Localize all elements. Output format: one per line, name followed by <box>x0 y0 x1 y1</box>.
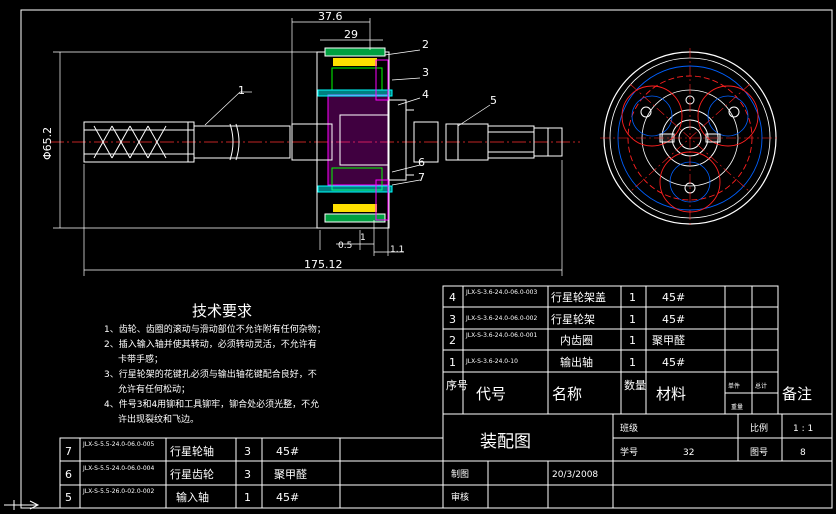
dimension-lines <box>53 18 563 276</box>
class-label: 班级 <box>620 422 638 434</box>
balloon-3: 3 <box>422 66 429 79</box>
balloon-4: 4 <box>422 88 429 101</box>
end-view <box>600 48 780 228</box>
balloon-2: 2 <box>422 38 429 51</box>
bom-l-name: 行星齿轮 <box>170 467 214 481</box>
bom-l-no: 5 <box>65 491 72 504</box>
bom-r-code: JLX-S-3.6-24.0-10 <box>465 358 518 365</box>
dim-1: 1 <box>360 233 366 243</box>
bom-r-qty: 1 <box>629 313 636 326</box>
bom-l-no: 6 <box>65 468 72 481</box>
tech-line-6: 4、件号3和4用铆和工具铆牢，铆合处必须光整，不允 <box>104 398 319 410</box>
bom-r-name: 内齿圈 <box>560 333 593 347</box>
bom-r-qty: 1 <box>629 291 636 304</box>
title-block-text: 装配图 班级 学号 32 比例 1 : 1 图号 8 制图 20/3/2008 … <box>451 422 813 503</box>
bom-r-qty: 1 <box>629 356 636 369</box>
hdr-mat: 材料 <box>656 385 686 403</box>
ucs-axis-icon <box>4 500 40 510</box>
bom-l-no: 7 <box>65 445 72 458</box>
bom-l-code: JLX-S-5.5-24.0-06.0-004 <box>82 465 154 472</box>
bom-r-name: 输出轴 <box>560 355 593 369</box>
bom-l-qty: 1 <box>244 491 251 504</box>
student-no: 32 <box>683 448 694 458</box>
sheet-label: 图号 <box>750 447 768 458</box>
tech-line-2: 2、插入输入轴并使其转动，必须转动灵活，不允许有 <box>104 338 317 350</box>
bom-r-code: JLX-S-3.6-24.0-06.0-001 <box>465 332 537 339</box>
bom-r-mat: 45# <box>662 356 685 369</box>
bom-r-name: 行星轮架盖 <box>551 290 606 304</box>
bom-table-left <box>59 437 444 509</box>
bom-l-mat: 45# <box>276 491 299 504</box>
hdr-code: 代号 <box>476 385 506 403</box>
bom-l-mat: 聚甲醛 <box>274 467 307 481</box>
student-no-label: 学号 <box>620 446 638 458</box>
balloon-7: 7 <box>418 171 425 184</box>
bom-r-mat: 聚甲醛 <box>652 333 685 347</box>
tech-requirements: 技术要求 1、齿轮、齿圈的滚动与滑动部位不允许附有任何杂物； 2、插入输入轴并使… <box>104 302 326 425</box>
scale-label: 比例 <box>750 422 768 434</box>
bom-l-mat: 45# <box>276 445 299 458</box>
balloon-6: 6 <box>418 156 425 169</box>
bom-header: 序号 代号 名称 数量 材料 单件 总计 重量 备注 <box>446 378 812 411</box>
housing-assembly <box>291 47 414 229</box>
bom-r-no: 3 <box>449 313 456 326</box>
hdr-unit: 单件 <box>728 382 740 390</box>
drawing-name: 装配图 <box>480 432 531 452</box>
bom-l-qty: 3 <box>244 445 251 458</box>
bom-r-no: 1 <box>449 356 456 369</box>
tech-line-1: 1、齿轮、齿圈的滚动与滑动部位不允许附有任何杂物； <box>104 323 326 335</box>
output-shaft <box>413 121 563 163</box>
leader-lines <box>204 49 491 186</box>
input-shaft <box>83 121 291 163</box>
bom-l-qty: 3 <box>244 468 251 481</box>
bom-l-name: 行星轮轴 <box>170 444 214 458</box>
bom-l-code: JLX-S-5.5-26.0-02.0-002 <box>82 488 154 495</box>
bom-r-qty: 1 <box>629 334 636 347</box>
dim-37-6: 37.6 <box>318 10 343 23</box>
tech-line-4: 3、行星轮架的花键孔必须与输出轴花键配合良好，不 <box>104 368 317 380</box>
bom-right-rows: 4 JLX-S-3.6-24.0-06.0-003 行星轮架盖 1 45# 3 … <box>449 289 685 369</box>
hdr-total: 总计 <box>755 382 767 390</box>
dim-phi-65-2: Φ65.2 <box>41 127 54 160</box>
section-view: 37.6 29 Φ65.2 0.5 1 1.1 175.12 1 2 3 4 5… <box>41 10 580 276</box>
bom-r-no: 2 <box>449 334 456 347</box>
bom-r-code: JLX-S-3.6-24.0-06.0-002 <box>465 315 537 322</box>
tech-line-3: 卡带手感； <box>118 353 163 365</box>
bom-left-rows: 7 JLX-S-5.5-24.0-06.0-005 行星轮轴 3 45# 6 J… <box>65 441 307 504</box>
dim-1-1: 1.1 <box>390 245 404 255</box>
tech-title: 技术要求 <box>192 302 252 320</box>
drawing-frame <box>20 9 833 509</box>
hdr-remark: 备注 <box>782 385 812 403</box>
scale-value: 1 : 1 <box>793 424 813 434</box>
bom-r-mat: 45# <box>662 313 685 326</box>
dim-175-12: 175.12 <box>304 258 343 271</box>
sheet-no: 8 <box>800 448 806 458</box>
dim-0-5: 0.5 <box>338 241 352 251</box>
tech-line-7: 许出现裂纹和飞边。 <box>118 413 199 425</box>
hdr-weight: 重量 <box>731 403 743 411</box>
balloon-5: 5 <box>490 94 497 107</box>
bom-r-code: JLX-S-3.6-24.0-06.0-003 <box>465 289 537 296</box>
balloon-1: 1 <box>238 84 245 97</box>
drawn-date: 20/3/2008 <box>552 470 598 480</box>
hdr-no: 序号 <box>446 378 468 392</box>
bom-r-mat: 45# <box>662 291 685 304</box>
hdr-name: 名称 <box>552 385 582 403</box>
bom-l-code: JLX-S-5.5-24.0-06.0-005 <box>82 441 154 448</box>
tech-line-5: 允许有任何松动； <box>118 383 190 395</box>
bom-r-name: 行星轮架 <box>551 312 595 326</box>
dim-29: 29 <box>344 28 358 41</box>
check-label: 审核 <box>451 491 469 503</box>
bom-l-name: 输入轴 <box>176 490 209 504</box>
bom-r-no: 4 <box>449 291 456 304</box>
drawn-label: 制图 <box>451 468 469 480</box>
hdr-qty: 数量 <box>624 379 646 392</box>
